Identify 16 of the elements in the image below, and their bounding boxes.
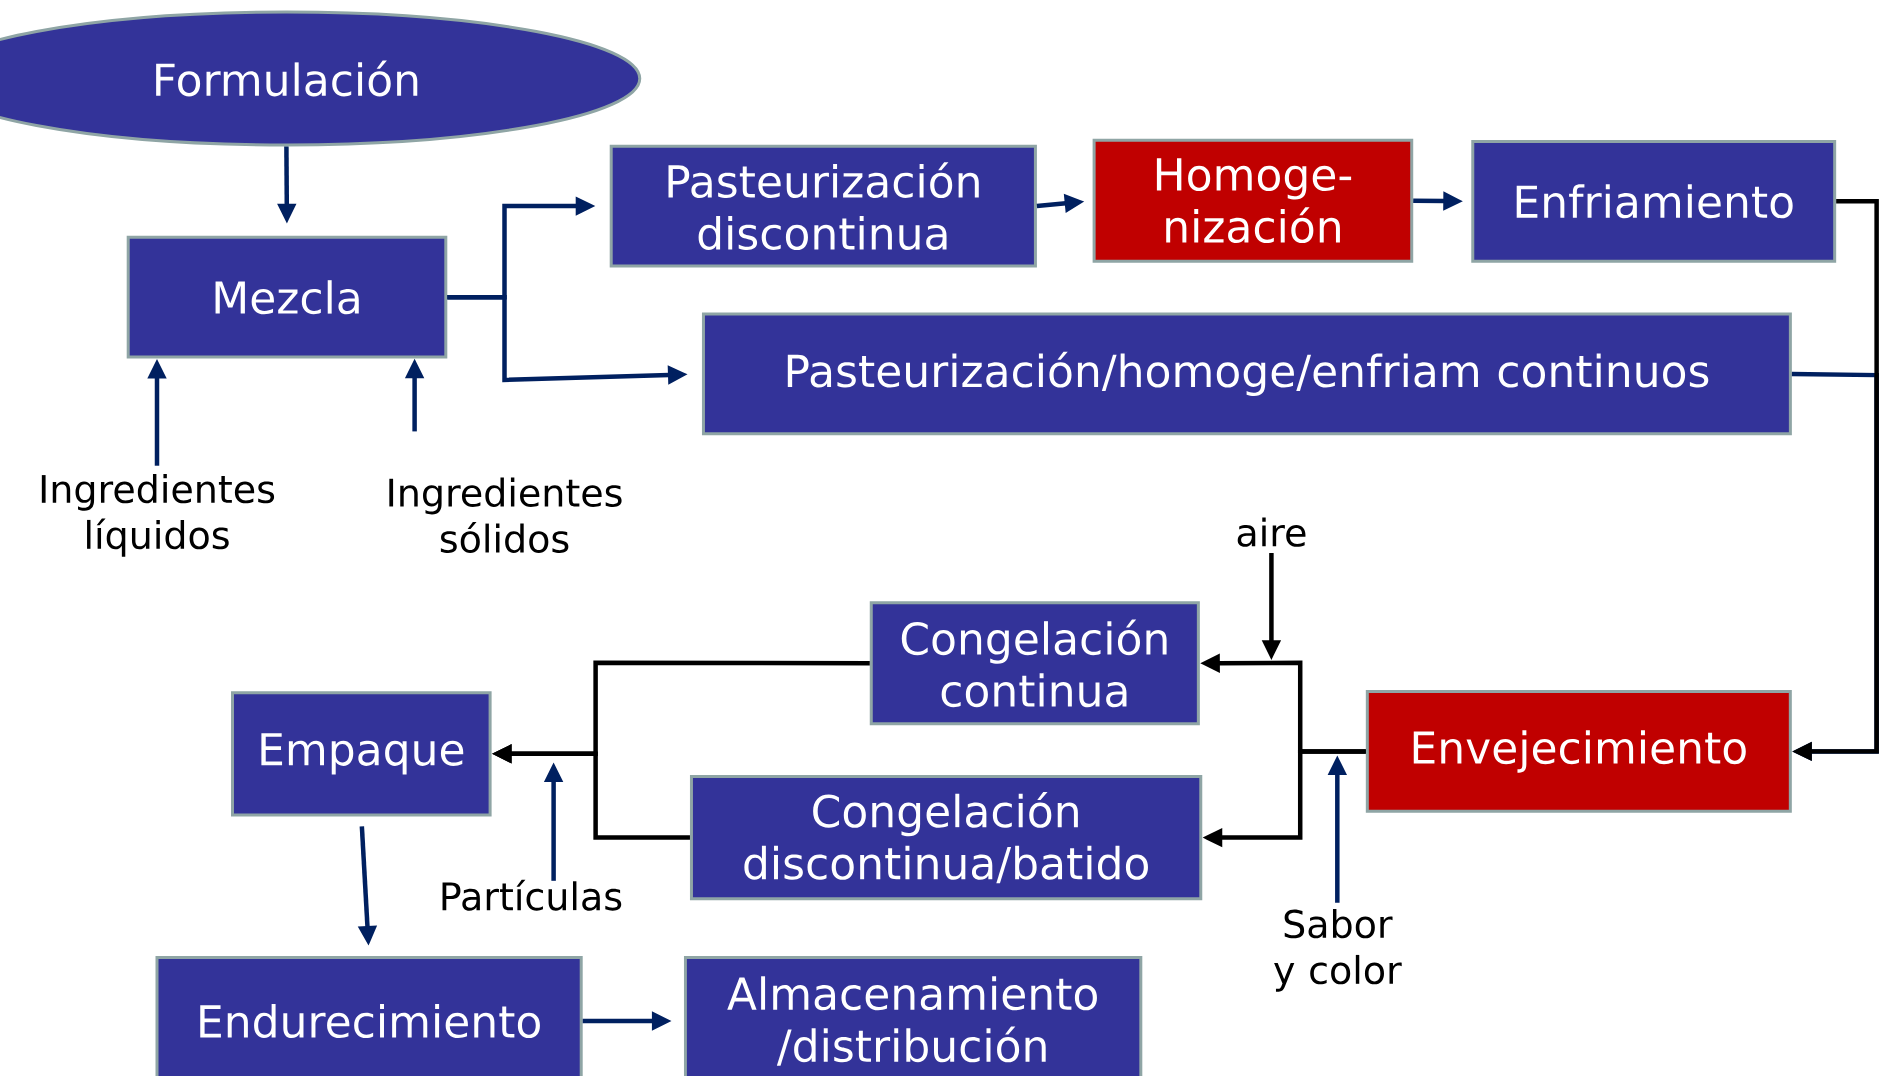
process-box: Pasteurización/homoge/enfriam continuos xyxy=(701,312,1792,436)
process-box: Congelación discontinua/batido xyxy=(689,775,1203,901)
label-text: Sabor y color xyxy=(1274,908,1402,992)
process-box: Endurecimiento xyxy=(155,956,583,1076)
process-box: Enfriamiento xyxy=(1471,139,1837,263)
process-box: Pasteurización discontinua xyxy=(609,144,1037,268)
process-box: Mezcla xyxy=(126,235,448,359)
process-box: Almacenamiento /distribución xyxy=(683,956,1143,1076)
process-box: Empaque xyxy=(231,691,492,817)
process-box: Homoge- nización xyxy=(1092,138,1414,263)
label-text: Ingredientes sólidos xyxy=(389,477,622,553)
label-text: aire xyxy=(1237,517,1306,547)
label-text: Partículas xyxy=(442,879,622,911)
process-box: Envejecimiento xyxy=(1365,690,1792,813)
label-text: Ingredientes líquidos xyxy=(41,473,275,557)
process-box: Congelación continua xyxy=(869,601,1200,726)
